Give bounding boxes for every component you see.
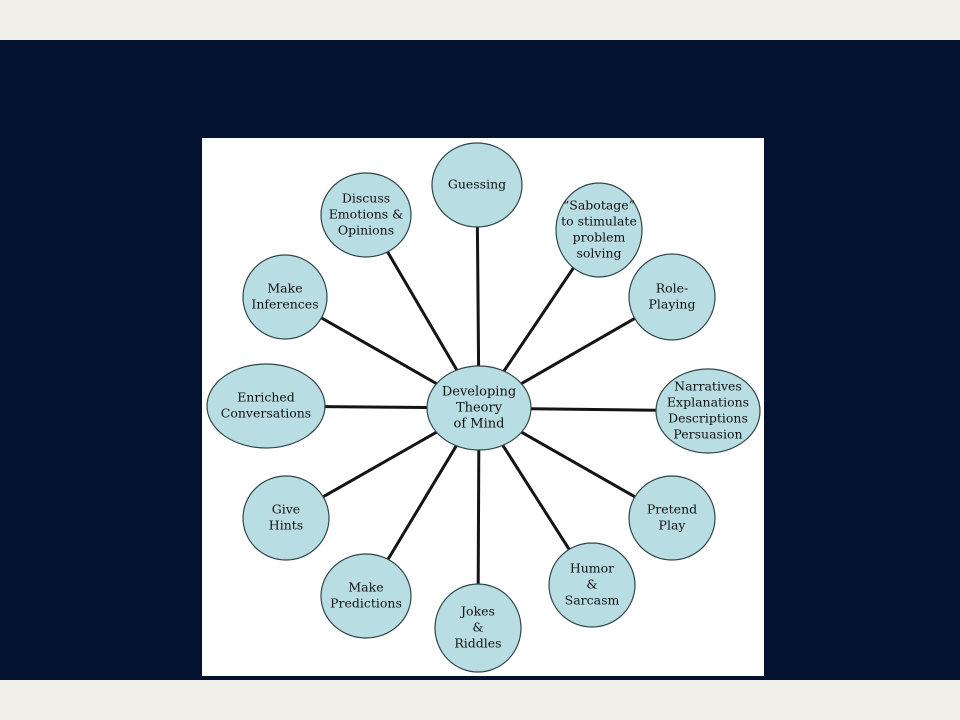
node-role-playing-label-line-1: Role- bbox=[656, 281, 689, 296]
node-guessing: Guessing bbox=[431, 142, 523, 228]
connector-humor-sarcasm bbox=[501, 443, 571, 551]
node-give-hints-label-line-2: Hints bbox=[269, 518, 303, 533]
node-role-playing: Role-Playing bbox=[628, 253, 716, 341]
node-sabotage-circle bbox=[555, 182, 643, 278]
node-discuss-emotions-label-line-1: Discuss bbox=[342, 191, 390, 206]
connector-role-playing bbox=[519, 316, 637, 386]
node-jokes-riddles-label-line-2: & bbox=[472, 620, 483, 635]
node-pretend-play-label-line-1: Pretend bbox=[647, 502, 697, 517]
node-make-inferences-circle bbox=[242, 254, 328, 340]
node-discuss-emotions-label-line-2: Emotions & bbox=[329, 207, 404, 222]
node-narratives-label-line-4: Persuasion bbox=[673, 427, 742, 442]
connector-make-inferences bbox=[320, 316, 439, 386]
node-jokes-riddles-label-line-1: Jokes bbox=[459, 604, 495, 619]
connector-give-hints bbox=[321, 430, 438, 499]
node-guessing-circle bbox=[431, 142, 523, 228]
node-sabotage-label-line-3: problem bbox=[573, 230, 626, 245]
node-humor-sarcasm-label-line-2: & bbox=[586, 577, 597, 592]
node-humor-sarcasm-circle bbox=[548, 542, 636, 628]
node-narratives-label-line-3: Descriptions bbox=[668, 411, 748, 426]
connector-narratives bbox=[529, 407, 658, 412]
outer-nodes: Guessing “Sabotage”to stimulateproblemsol… bbox=[206, 142, 761, 673]
connector-make-predictions bbox=[386, 444, 458, 561]
node-give-hints-circle bbox=[242, 475, 330, 561]
connector-guessing bbox=[475, 225, 481, 368]
node-humor-sarcasm: Humor&Sarcasm bbox=[548, 542, 636, 628]
node-sabotage-label-line-2: to stimulate bbox=[561, 214, 637, 229]
connector-discuss-emotions bbox=[386, 250, 459, 372]
connector-jokes-riddles bbox=[476, 448, 481, 586]
node-narratives-label-line-2: Explanations bbox=[667, 395, 749, 410]
node-narratives: NarrativesExplanationsDescriptionsPersua… bbox=[655, 368, 761, 454]
node-sabotage-label-line-4: solving bbox=[576, 246, 621, 261]
node-enriched-conversations-circle bbox=[206, 363, 326, 449]
connector-sabotage bbox=[502, 266, 575, 373]
theory-of-mind-diagram: Guessing “Sabotage”to stimulateproblemsol… bbox=[206, 142, 761, 673]
node-pretend-play-label-line-2: Play bbox=[659, 518, 687, 533]
center-node-label-line-2: Theory bbox=[456, 401, 503, 416]
connector-lines bbox=[320, 225, 658, 586]
node-narratives-label-line-1: Narratives bbox=[674, 379, 742, 394]
node-make-predictions-label-line-1: Make bbox=[348, 580, 383, 595]
node-sabotage-label-line-1: “Sabotage” bbox=[563, 198, 635, 213]
node-make-predictions-label-line-2: Predictions bbox=[330, 596, 402, 611]
node-pretend-play-circle bbox=[628, 475, 716, 561]
node-give-hints-label-line-1: Give bbox=[272, 502, 300, 517]
connector-enriched-conversations bbox=[323, 405, 429, 409]
center-node-label-line-1: Developing bbox=[442, 385, 516, 400]
node-humor-sarcasm-label-line-3: Sarcasm bbox=[565, 593, 620, 608]
node-jokes-riddles-label-line-3: Riddles bbox=[454, 636, 501, 651]
center-node-label-line-3: of Mind bbox=[454, 417, 505, 432]
node-jokes-riddles: Jokes&Riddles bbox=[434, 583, 522, 673]
node-role-playing-circle bbox=[628, 253, 716, 341]
node-enriched-conversations-label-line-1: Enriched bbox=[237, 390, 295, 405]
node-enriched-conversations-label-line-2: Conversations bbox=[221, 406, 311, 421]
node-make-inferences-label-line-2: Inferences bbox=[251, 297, 318, 312]
node-narratives-circle bbox=[655, 368, 761, 454]
node-humor-sarcasm-label-line-1: Humor bbox=[570, 561, 614, 576]
connector-pretend-play bbox=[520, 430, 637, 499]
node-discuss-emotions-label-line-3: Opinions bbox=[338, 223, 394, 238]
node-discuss-emotions-circle bbox=[320, 172, 412, 258]
node-guessing-label-line-1: Guessing bbox=[448, 177, 506, 192]
node-jokes-riddles-circle bbox=[434, 583, 522, 673]
center-node-circle bbox=[426, 365, 532, 451]
node-role-playing-label-line-2: Playing bbox=[649, 297, 696, 312]
node-make-inferences-label-line-1: Make bbox=[267, 281, 302, 296]
node-make-predictions-circle bbox=[320, 553, 412, 639]
